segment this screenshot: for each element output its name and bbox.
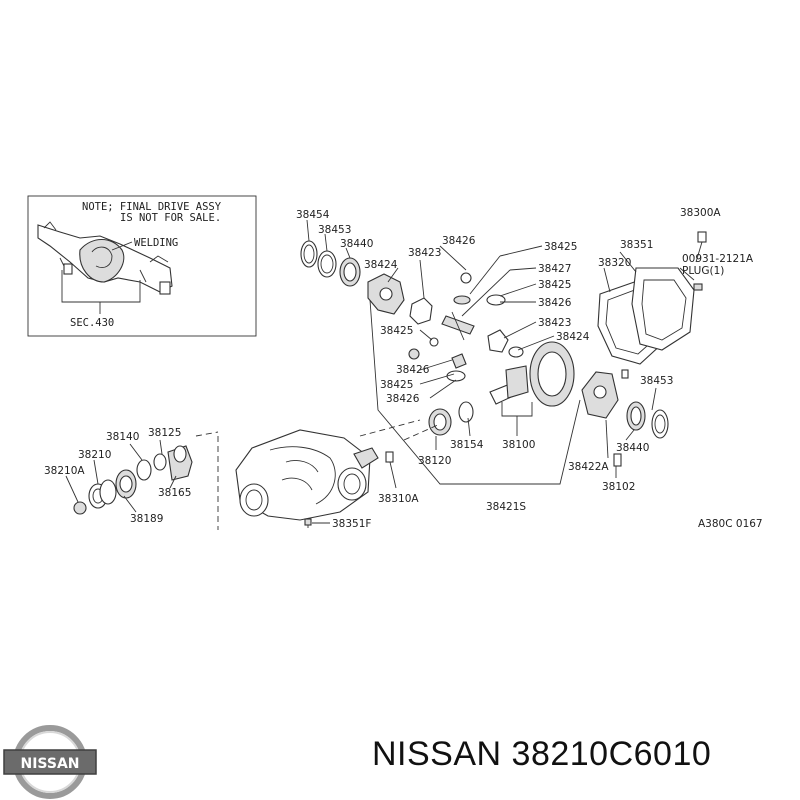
note-line-2: IS NOT FOR SALE.: [120, 212, 221, 224]
nissan-logo: NISSAN: [3, 725, 97, 799]
ring-and-pinion: [428, 341, 575, 450]
axle-housing-sketch: [37, 221, 173, 295]
label-38423-top: 38423: [408, 247, 441, 259]
label-38425-top1: 38425: [544, 241, 577, 253]
label-38351f: 38351F: [332, 518, 371, 530]
bracket-38421s: [369, 299, 581, 485]
note-box: NOTE; FINAL DRIVE ASSY IS NOT FOR SALE. …: [27, 195, 257, 337]
part-number-title: NISSAN 38210C6010: [372, 735, 712, 773]
section-label: SEC.430: [70, 317, 114, 329]
leader-lines-top: [387, 245, 555, 399]
label-38423-mid: 38423: [538, 317, 571, 329]
differential-case: [367, 272, 524, 382]
label-38154: 38154: [450, 439, 484, 451]
label-38454: 38454: [296, 209, 330, 221]
label-38421s: 38421S: [486, 501, 526, 513]
label-38100: 38100: [502, 439, 535, 451]
label-38102: 38102: [602, 481, 635, 493]
label-38320: 38320: [598, 257, 631, 269]
carrier-housing: [235, 429, 397, 528]
label-38440-right: 38440: [616, 442, 649, 454]
label-38210: 38210: [78, 449, 111, 461]
label-38440-top: 38440: [340, 238, 373, 250]
label-38425-left2: 38425: [380, 379, 413, 391]
label-38425-top2: 38425: [538, 279, 571, 291]
welding-label: WELDING: [134, 237, 178, 249]
label-38422a: 38422A: [568, 461, 609, 473]
top-bearing-stack: [300, 219, 361, 287]
label-38453-right: 38453: [640, 375, 673, 387]
label-38424-mid: 38424: [556, 331, 590, 343]
label-38426-left1: 38426: [396, 364, 430, 376]
reference-code: A380C 0167: [698, 518, 763, 530]
label-38426-top: 38426: [442, 235, 476, 247]
label-38427: 38427: [538, 263, 571, 275]
label-38310a: 38310A: [378, 493, 419, 505]
label-38210a: 38210A: [44, 465, 85, 477]
label-00931-2121a: 00931-2121A: [682, 253, 754, 265]
label-38140: 38140: [106, 431, 139, 443]
label-38425-left1: 38425: [380, 325, 413, 337]
logo-text: NISSAN: [20, 756, 79, 772]
label-38426-left2: 38426: [386, 393, 420, 405]
label-38120: 38120: [418, 455, 451, 467]
label-38424-top: 38424: [364, 259, 398, 271]
label-plug: PLUG(1): [682, 265, 724, 277]
rear-cover-assembly: [597, 231, 707, 365]
label-38351: 38351: [620, 239, 653, 251]
label-38165: 38165: [158, 487, 191, 499]
side-bearing-right: [581, 369, 669, 478]
label-38125: 38125: [148, 427, 181, 439]
label-38426-mid: 38426: [538, 297, 572, 309]
note-line-1: NOTE; FINAL DRIVE ASSY: [82, 201, 222, 213]
label-38189: 38189: [130, 513, 163, 525]
flange-seal-stack: [65, 439, 193, 515]
part-labels: 38454 38453 38440 38424 38423 38426 3842…: [44, 207, 763, 530]
label-38300a: 38300A: [680, 207, 721, 219]
label-38453-top: 38453: [318, 224, 351, 236]
